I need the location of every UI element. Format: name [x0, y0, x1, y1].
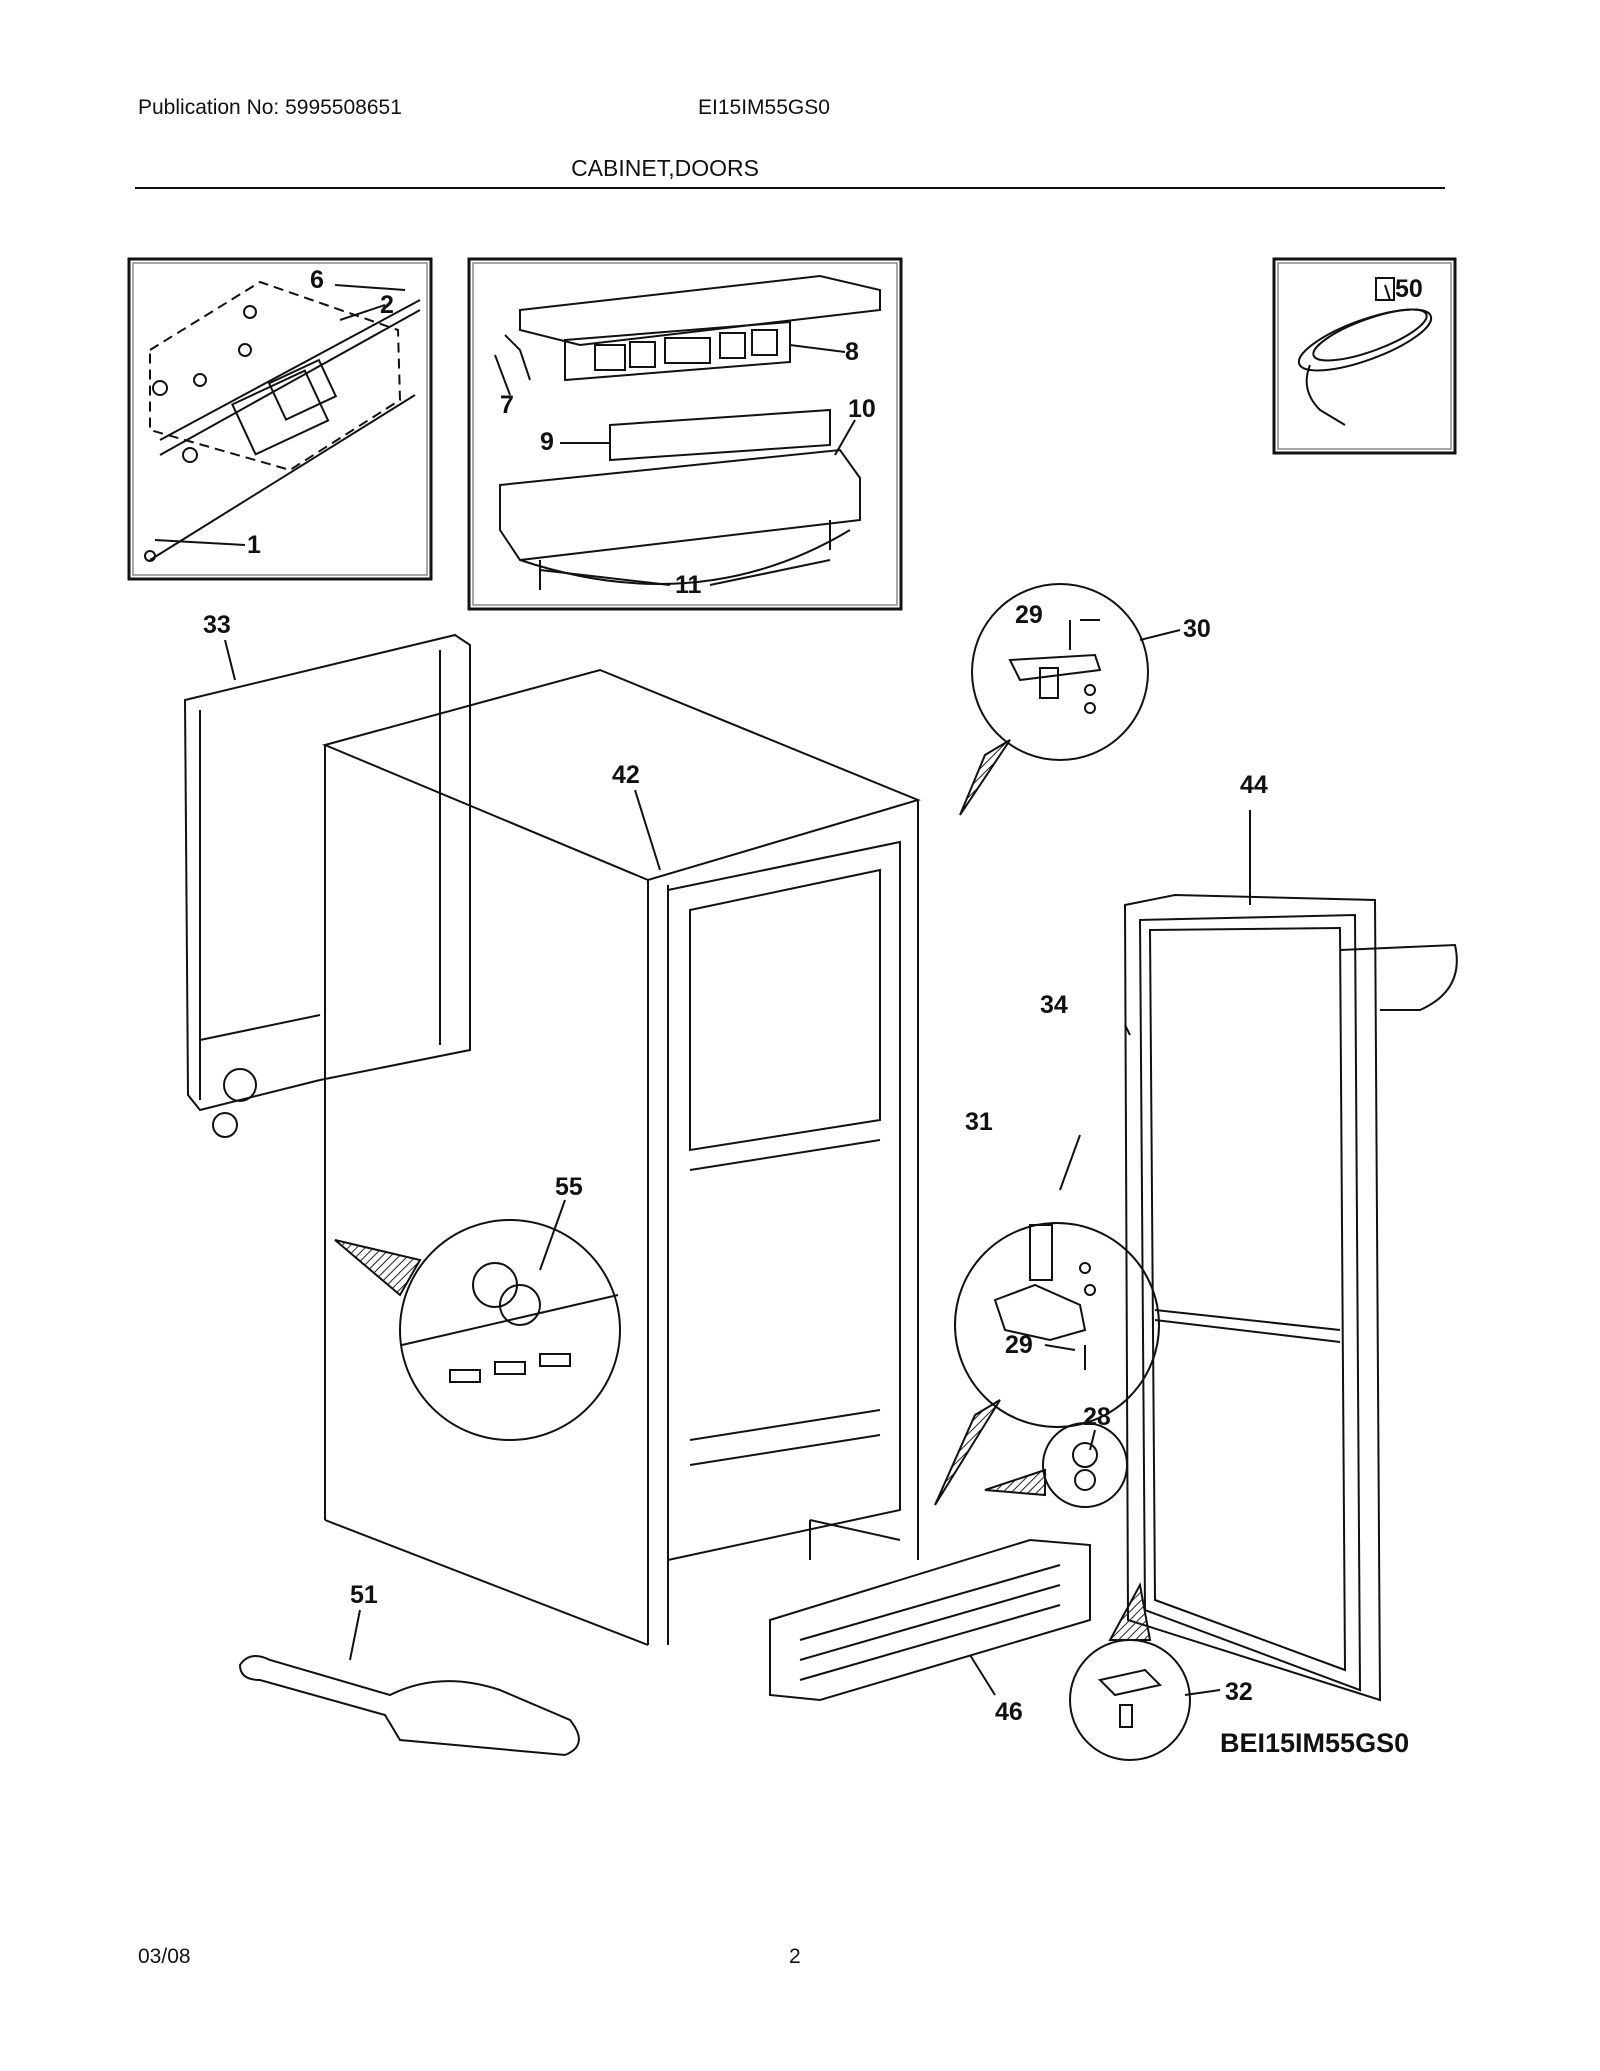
callout-44: 44: [1240, 771, 1268, 799]
inset-power-cord: [1272, 257, 1457, 455]
bottom-hinge-detail: [934, 1222, 1160, 1506]
callout-42: 42: [612, 761, 640, 789]
inset-control-wiring: [127, 257, 433, 581]
callout-46: 46: [995, 1698, 1023, 1726]
callout-28: 28: [1083, 1403, 1111, 1431]
callout-34: 34: [1040, 991, 1068, 1019]
callout-7: 7: [500, 391, 514, 419]
hinge-pin-detail: [984, 1422, 1128, 1508]
back-panel: [183, 633, 471, 1138]
ice-scoop: [238, 1655, 580, 1757]
kick-plate-grille: [769, 1538, 1091, 1702]
callout-1: 1: [247, 531, 261, 559]
inset-control-panel: [467, 257, 903, 611]
callout-labels: 6 2 1 7 8 9 10 11 29 30 33 44 34 42 31 5…: [203, 266, 1423, 1758]
callout-11: 11: [675, 571, 702, 599]
callout-2: 2: [380, 291, 394, 319]
door-assembly: [1123, 893, 1458, 1702]
model-number: EI15IM55GS0: [698, 96, 830, 119]
callout-51: 51: [350, 1581, 378, 1609]
footer-page: 2: [789, 1945, 801, 1968]
footer-date: 03/08: [138, 1945, 191, 1968]
callout-55: 55: [555, 1173, 583, 1201]
callout-32: 32: [1225, 1678, 1253, 1706]
section-title: CABINET,DOORS: [571, 155, 759, 181]
callout-leaders: [154, 284, 1391, 1696]
callout-29-bottom: 29: [1005, 1331, 1033, 1359]
callout-50: 50: [1395, 275, 1423, 303]
callout-6: 6: [310, 266, 324, 294]
callout-30: 30: [1183, 615, 1211, 643]
drain-plug-detail: [334, 1219, 621, 1441]
header-rule: [135, 187, 1445, 189]
callout-8: 8: [845, 338, 859, 366]
callout-29-top: 29: [1015, 601, 1043, 629]
top-hinge-detail: [959, 583, 1149, 816]
callout-10: 10: [848, 395, 876, 423]
diagram-model-code: BEI15IM55GS0: [1220, 1728, 1409, 1758]
callout-9: 9: [540, 428, 554, 456]
callout-31: 31: [965, 1108, 993, 1136]
cabinet-body: [321, 668, 922, 1646]
publication-number: Publication No: 5995508651: [138, 96, 402, 119]
door-bottom-bracket-detail: [1069, 1582, 1191, 1761]
callout-33: 33: [203, 611, 231, 639]
